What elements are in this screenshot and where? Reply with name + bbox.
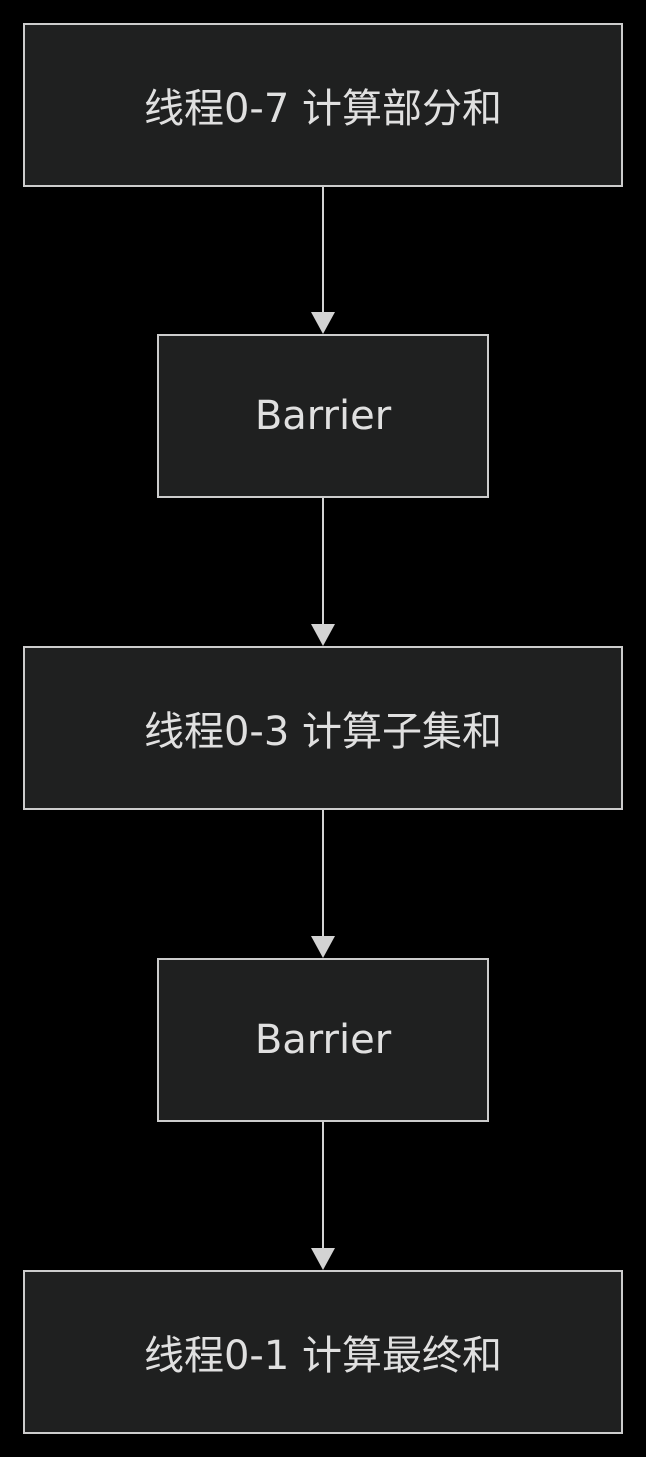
node-label: 线程0-3 计算子集和 <box>143 709 503 755</box>
node-barrier-1: Barrier <box>157 334 489 498</box>
node-label: 线程0-1 计算最终和 <box>143 1333 503 1379</box>
node-label: Barrier <box>254 393 392 439</box>
arrowhead-icon <box>311 624 335 646</box>
arrowhead-icon <box>311 312 335 334</box>
arrowhead-icon <box>311 1248 335 1270</box>
node-label: Barrier <box>254 1017 392 1063</box>
node-barrier-2: Barrier <box>157 958 489 1122</box>
edge-n4-n5 <box>311 1122 335 1270</box>
node-compute-partial-sums: 线程0-7 计算部分和 <box>23 23 623 187</box>
node-compute-final-sum: 线程0-1 计算最终和 <box>23 1270 623 1434</box>
edge-n2-n3 <box>311 498 335 646</box>
edge-n3-n4 <box>311 810 335 958</box>
node-compute-subset-sums: 线程0-3 计算子集和 <box>23 646 623 810</box>
node-label: 线程0-7 计算部分和 <box>143 86 503 132</box>
arrowhead-icon <box>311 936 335 958</box>
edge-n1-n2 <box>311 187 335 334</box>
